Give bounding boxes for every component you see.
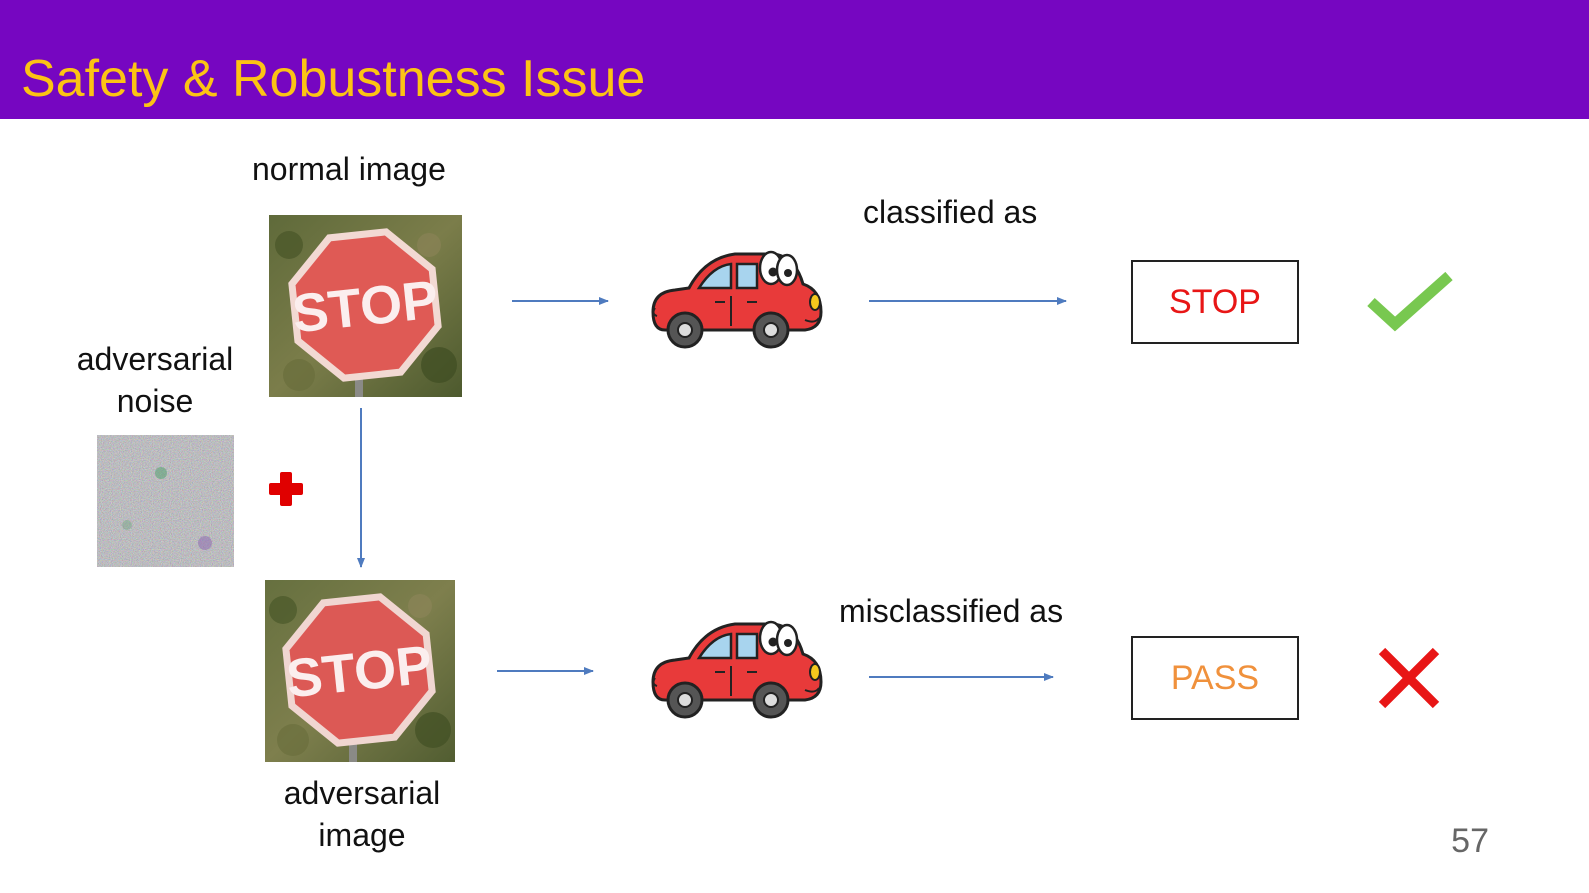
adversarial-image-label-line2: image	[318, 817, 406, 853]
adversarial-noise-label-line2: noise	[116, 383, 194, 419]
x-mark-icon	[1378, 647, 1440, 709]
normal-image-label: normal image	[252, 151, 446, 187]
plus-icon	[269, 472, 303, 506]
adversarial-stop-sign-image: STOP	[265, 580, 455, 762]
slide-title: Safety & Robustness Issue	[21, 50, 646, 108]
slide-header: Safety & Robustness Issue	[0, 0, 1589, 119]
adversarial-noise-image	[97, 435, 234, 567]
cartoon-car-icon	[651, 620, 823, 719]
adversarial-noise-label: adversarial noise	[60, 338, 250, 422]
adversarial-noise-label-line1: adversarial	[76, 341, 234, 377]
classified-as-label: classified as	[863, 194, 1038, 230]
cartoon-car-icon	[651, 250, 823, 349]
misclassified-as-label: misclassified as	[839, 593, 1064, 629]
page-number: 57	[1451, 822, 1489, 860]
result-box-pass: PASS	[1131, 636, 1299, 720]
result-box-stop: STOP	[1131, 260, 1299, 344]
adversarial-image-label: adversarial image	[262, 772, 462, 856]
normal-stop-sign-image: STOP	[269, 215, 462, 397]
adversarial-image-label-line1: adversarial	[283, 775, 441, 811]
checkmark-icon	[1367, 271, 1453, 332]
